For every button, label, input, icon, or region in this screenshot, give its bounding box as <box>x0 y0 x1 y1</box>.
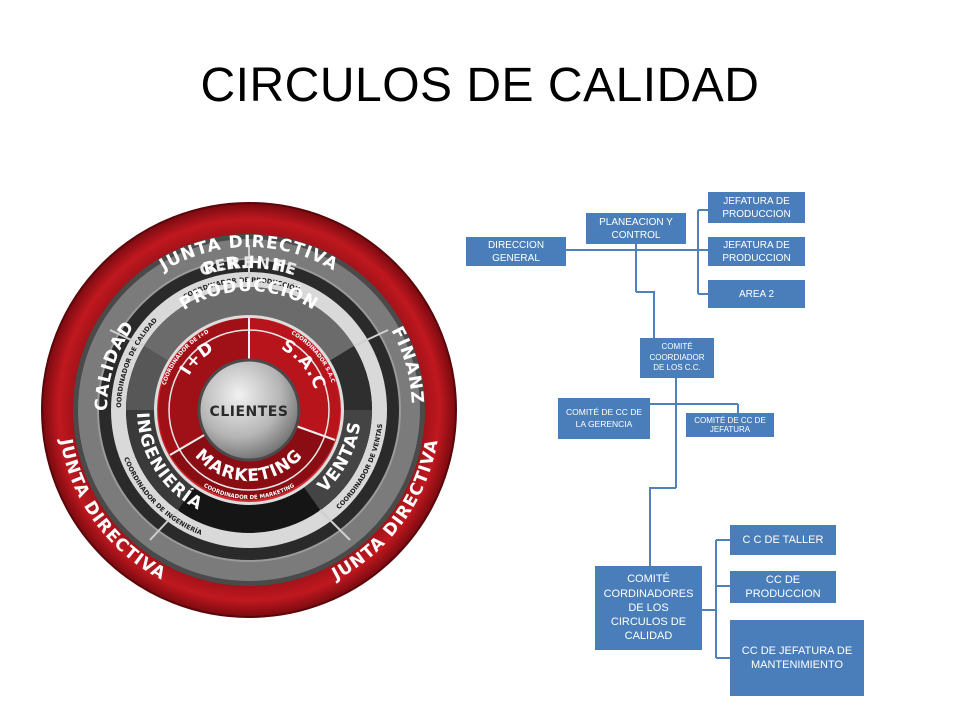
box-label: CC DE JEFATURA DE MANTENIMIENTO <box>741 644 853 671</box>
box-cc-mantenimiento: CC DE JEFATURA DE MANTENIMIENTO <box>730 620 864 696</box>
box-jefatura-produccion-2: JEFATURA DE PRODUCCION <box>708 237 805 266</box>
box-direccion-general: DIRECCION GENERAL <box>466 237 566 266</box>
box-label: CC DE PRODUCCION <box>745 573 821 600</box>
box-planeacion-control: PLANEACION Y CONTROL <box>586 213 686 244</box>
slide-title: CIRCULOS DE CALIDAD <box>200 59 760 112</box>
box-comite-cordinadores: COMITÉ CORDINADORES DE LOS CIRCULOS DE C… <box>595 566 702 650</box>
box-label: COMITÉ DE CC DE JEFATURA <box>694 415 766 434</box>
box-cc-jefatura: COMITÉ DE CC DE JEFATURA <box>686 413 774 437</box>
box-label: COMITÉ COORDIADOR DE LOS C.C. <box>649 342 705 373</box>
box-label: COMITÉ DE CC DE LA GERENCIA <box>565 407 643 429</box>
label-clientes: CLIENTES <box>210 404 289 420</box>
box-label: PLANEACION Y CONTROL <box>599 216 673 241</box>
box-label: JEFATURA DE PRODUCCION <box>722 195 791 220</box>
box-label: DIRECCION GENERAL <box>487 239 545 264</box>
box-cc-gerencia: COMITÉ DE CC DE LA GERENCIA <box>558 398 650 439</box>
box-cc-taller: C C DE TALLER <box>730 525 836 555</box>
box-label: COMITÉ CORDINADORES DE LOS CIRCULOS DE C… <box>603 573 694 643</box>
quality-circle <box>41 202 457 618</box>
box-jefatura-produccion-1: JEFATURA DE PRODUCCION <box>708 192 805 223</box>
center-clientes <box>197 358 301 462</box>
box-cc-produccion: CC DE PRODUCCION <box>730 571 836 603</box>
box-label: AREA 2 <box>738 288 775 300</box>
box-area-2: AREA 2 <box>708 280 805 308</box>
box-label: JEFATURA DE PRODUCCION <box>722 239 791 264</box>
box-label: C C DE TALLER <box>742 533 824 546</box>
box-comite-coordiador: COMITÉ COORDIADOR DE LOS C.C. <box>640 338 714 378</box>
